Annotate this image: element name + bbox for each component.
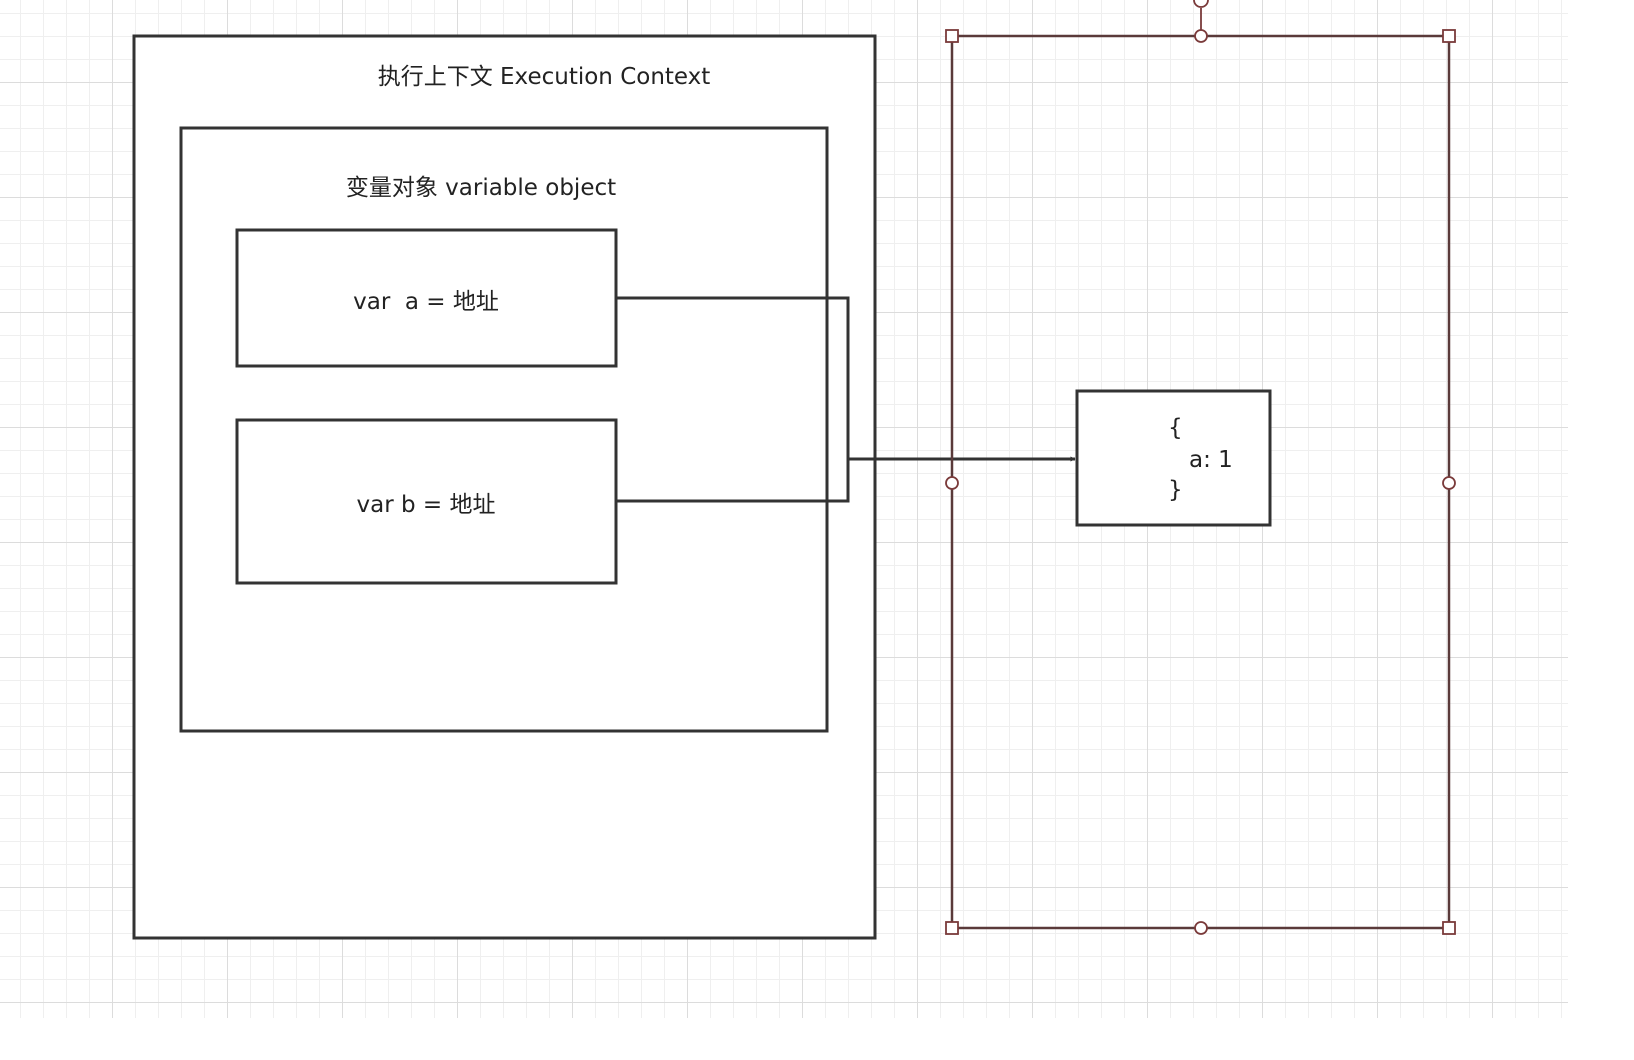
var-b-label: var b = 地址: [357, 492, 496, 518]
connector-var-b[interactable]: [616, 459, 850, 503]
resize-handle-bottom[interactable]: [1194, 921, 1208, 935]
heap-object-line2: a: 1: [1189, 447, 1233, 473]
diagram-svg: 执行上下文 Execution Context 变量对象 variable ob…: [132, 0, 1456, 940]
variable-object-label: 变量对象 variable object: [346, 175, 616, 201]
resize-handle-right[interactable]: [1442, 476, 1456, 490]
rotate-handle[interactable]: [1193, 0, 1209, 8]
execution-context-label: 执行上下文 Execution Context: [378, 64, 711, 90]
resize-handle-left[interactable]: [945, 476, 959, 490]
connector-var-a[interactable]: [616, 296, 850, 459]
resize-handle-top[interactable]: [1194, 29, 1208, 43]
resize-handle-top-right[interactable]: [1442, 29, 1456, 43]
var-a-box[interactable]: var a = 地址: [235, 228, 618, 368]
var-a-label: var a = 地址: [353, 289, 499, 315]
heap-object-box[interactable]: { a: 1 }: [1075, 389, 1272, 527]
heap-object-line1: {: [1168, 415, 1183, 441]
selection-handles: [945, 0, 1456, 935]
var-b-box[interactable]: var b = 地址: [235, 418, 618, 585]
resize-handle-bottom-right[interactable]: [1442, 921, 1456, 935]
heap-object-line3: }: [1168, 477, 1183, 503]
resize-handle-bottom-left[interactable]: [945, 921, 959, 935]
diagram-canvas[interactable]: 执行上下文 Execution Context 变量对象 variable ob…: [0, 0, 1568, 1018]
resize-handle-top-left[interactable]: [945, 29, 959, 43]
